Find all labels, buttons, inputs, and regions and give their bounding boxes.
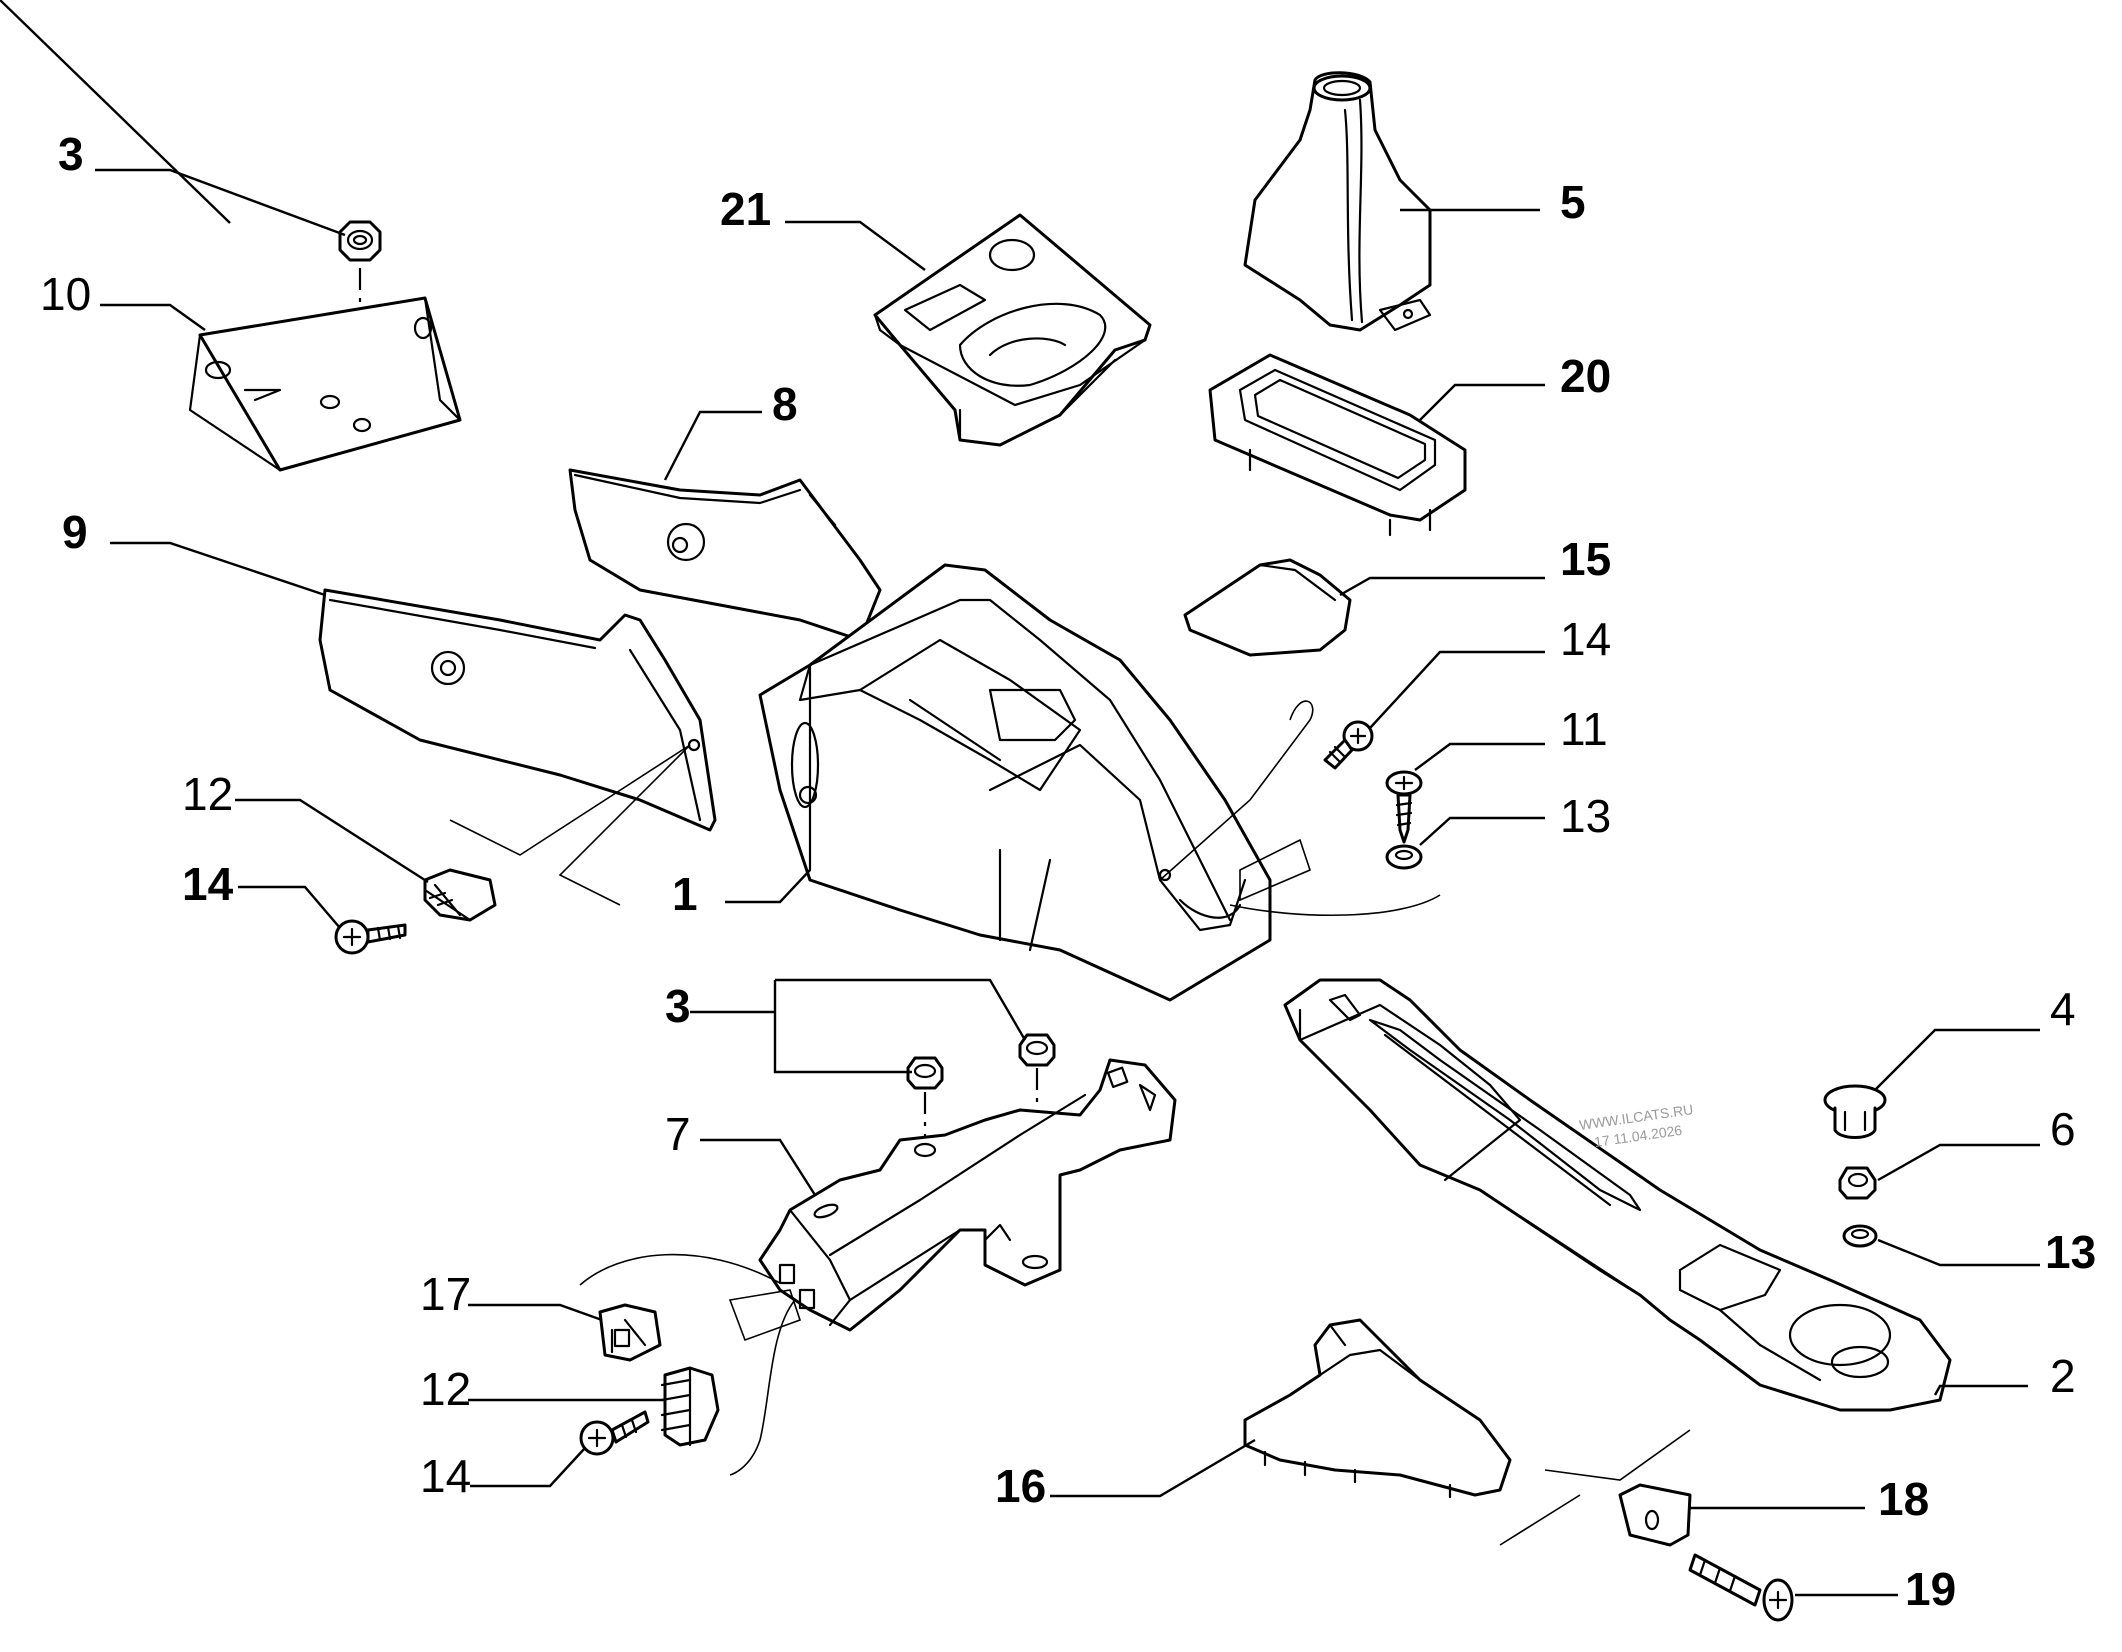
part-7-bracket bbox=[758, 1058, 1177, 1332]
part-3-nut-top bbox=[338, 220, 382, 262]
part-8-side-panel bbox=[568, 468, 882, 642]
part-11-screw bbox=[1385, 770, 1423, 844]
part-9-side-panel bbox=[318, 588, 717, 832]
part-14-screw-upper-right bbox=[1323, 720, 1374, 770]
part-10-bracket bbox=[188, 296, 462, 472]
part-12-clip-upper bbox=[423, 868, 497, 922]
callout-18: 18 bbox=[1878, 1473, 1929, 1525]
part-2-rear-console bbox=[1283, 978, 1952, 1412]
part-14-screw-lower bbox=[579, 1410, 650, 1456]
callout-7: 7 bbox=[665, 1108, 691, 1160]
callout-16: 16 bbox=[995, 1460, 1046, 1512]
part-18-clip bbox=[1618, 1483, 1692, 1547]
callout-14-upper-left: 14 bbox=[182, 858, 234, 910]
part-14-screw-upper-left bbox=[334, 919, 407, 955]
callout-14-upper-right: 14 bbox=[1560, 613, 1611, 665]
callout-10: 10 bbox=[40, 268, 91, 320]
leader-lines bbox=[0, 0, 2040, 1597]
callout-3-mid: 3 bbox=[665, 980, 691, 1032]
callout-20: 20 bbox=[1560, 350, 1611, 402]
part-3-nuts-mid bbox=[906, 1033, 1056, 1090]
part-19-screw bbox=[1688, 1553, 1794, 1622]
part-21-cup-holder bbox=[873, 213, 1152, 447]
callout-1: 1 bbox=[672, 868, 698, 920]
callout-13-upper: 13 bbox=[1560, 790, 1611, 842]
part-17-clip bbox=[598, 1303, 662, 1362]
callout-11: 11 bbox=[1560, 703, 1608, 755]
callout-6: 6 bbox=[2050, 1103, 2076, 1155]
callout-3-top: 3 bbox=[58, 128, 84, 180]
callout-17: 17 bbox=[420, 1268, 471, 1320]
part-12-clip-lower bbox=[660, 1366, 720, 1447]
callout-13-lower: 13 bbox=[2045, 1226, 2096, 1278]
part-13-washer-lower bbox=[1842, 1224, 1878, 1248]
callout-12-upper: 12 bbox=[182, 768, 233, 820]
callout-15: 15 bbox=[1560, 533, 1611, 585]
part-6-nut bbox=[1838, 1166, 1877, 1200]
callout-9: 9 bbox=[62, 506, 88, 558]
callout-4: 4 bbox=[2050, 983, 2076, 1035]
part-16-lever-cover bbox=[1243, 1318, 1512, 1499]
part-15-cap bbox=[1183, 558, 1352, 657]
part-5-gear-boot bbox=[1243, 71, 1432, 332]
part-4-plug bbox=[1823, 1084, 1887, 1139]
callout-14-lower: 14 bbox=[420, 1450, 471, 1502]
callout-21: 21 bbox=[720, 183, 771, 235]
callout-12-lower: 12 bbox=[420, 1363, 471, 1415]
part-13-washer-upper bbox=[1385, 844, 1423, 870]
callout-19: 19 bbox=[1905, 1563, 1956, 1615]
part-20-boot-frame bbox=[1208, 353, 1467, 537]
callout-8: 8 bbox=[772, 378, 798, 430]
callout-2: 2 bbox=[2050, 1350, 2076, 1402]
callout-5: 5 bbox=[1560, 176, 1586, 228]
